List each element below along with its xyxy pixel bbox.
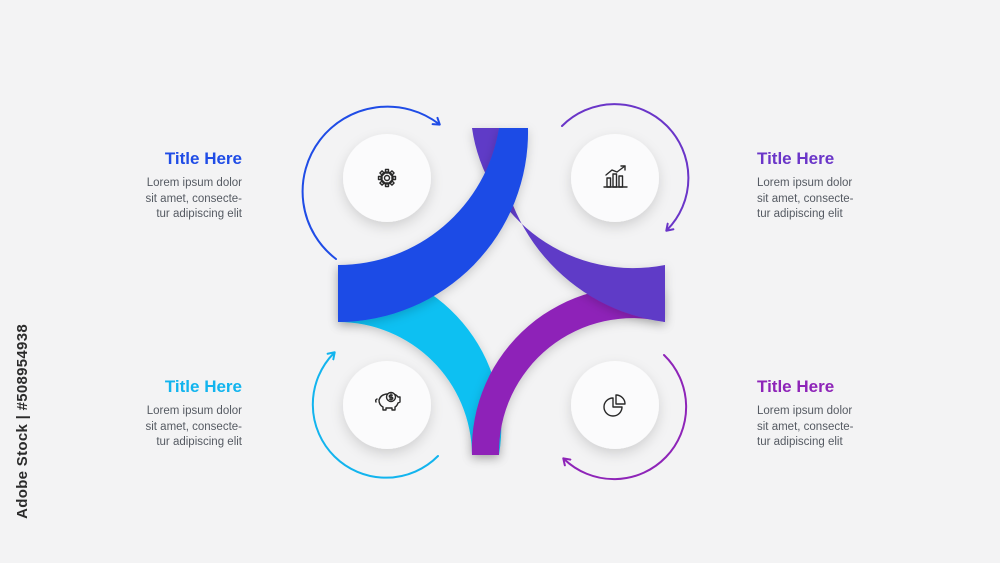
stock-id-label: Adobe Stock | #508954938 <box>14 324 31 519</box>
step-2-description-line: tur adipiscing elit <box>757 208 843 220</box>
bar-chart-icon <box>603 165 628 188</box>
step-4-block: Title Here Lorem ipsum dolor sit amet, c… <box>757 377 897 451</box>
step-1-description-line: Lorem ipsum dolor <box>146 177 242 189</box>
step-4-description-line: Lorem ipsum dolor <box>757 405 853 417</box>
step-2-description-line: Lorem ipsum dolor <box>757 177 853 189</box>
band-blue <box>338 128 529 322</box>
step-2-description-line: sit amet, consecte- <box>757 192 854 205</box>
step-3-block: Title Here Lorem ipsum dolor sit amet, c… <box>102 377 242 451</box>
step-1-description-line: tur adipiscing elit <box>156 208 242 220</box>
step-2-description: Lorem ipsum dolor sit amet, consecte- tu… <box>757 176 897 223</box>
arrow-blue <box>301 105 441 260</box>
band-indigo <box>472 128 665 322</box>
step-4-description-line: sit amet, consecte- <box>757 420 854 433</box>
pie-chart-icon <box>603 394 626 417</box>
step-3-title: Title Here <box>164 377 242 396</box>
icon-circle-1 <box>343 134 431 222</box>
step-3-description-line: Lorem ipsum dolor <box>146 405 242 417</box>
step-1-block: Title Here Lorem ipsum dolor sit amet, c… <box>102 149 242 223</box>
arrow-purple <box>562 354 688 481</box>
step-2-block: Title Here Lorem ipsum dolor sit amet, c… <box>757 149 897 223</box>
step-4-title: Title Here <box>757 377 835 396</box>
icon-circle-3 <box>343 361 431 449</box>
step-3-description-line: sit amet, consecte- <box>145 420 242 433</box>
step-1-description: Lorem ipsum dolor sit amet, consecte- tu… <box>102 176 242 223</box>
step-1-title: Title Here <box>164 149 242 168</box>
icon-circle-4 <box>571 361 659 449</box>
arrow-indigo <box>561 103 690 232</box>
piggy-bank-icon <box>374 391 401 411</box>
step-3-description: Lorem ipsum dolor sit amet, consecte- tu… <box>102 404 242 451</box>
icon-circle-2 <box>571 134 659 222</box>
step-3-description-line: tur adipiscing elit <box>156 436 242 448</box>
step-1-description-line: sit amet, consecte- <box>145 192 242 205</box>
step-4-description: Lorem ipsum dolor sit amet, consecte- tu… <box>757 404 897 451</box>
arrow-cyan <box>311 351 439 479</box>
step-2-title: Title Here <box>757 149 835 168</box>
gear-icon <box>377 168 397 188</box>
step-4-description-line: tur adipiscing elit <box>757 436 843 448</box>
